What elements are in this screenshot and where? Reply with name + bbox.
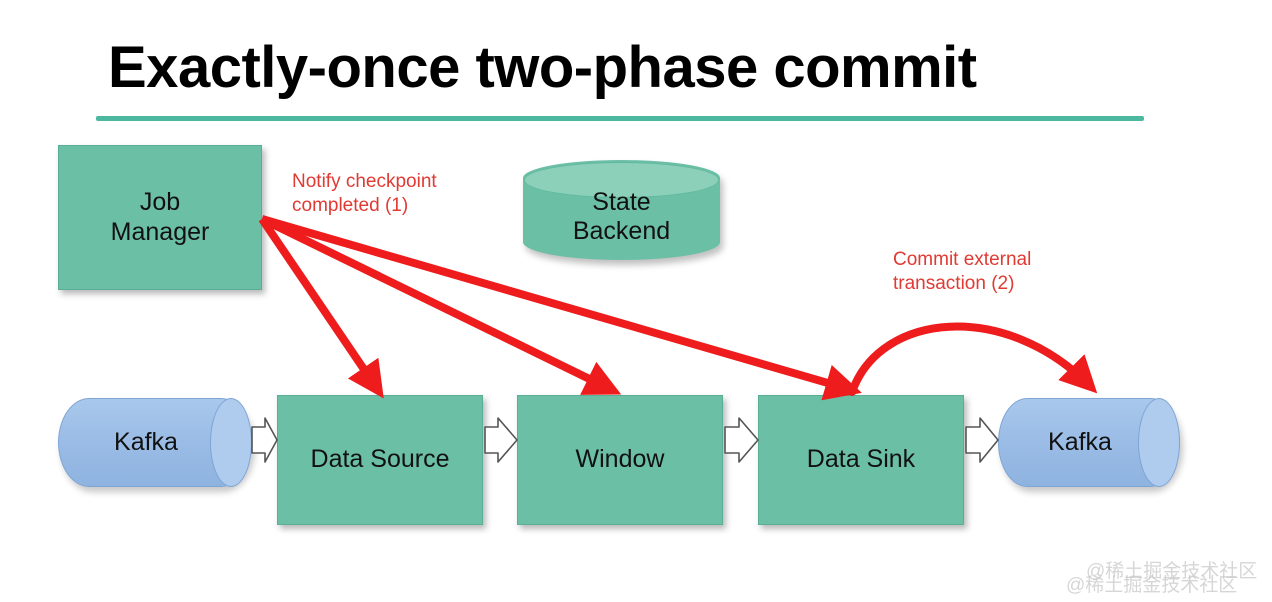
flow-arrow-kafka-to-source — [251, 417, 278, 463]
node-kafka-source[interactable]: Kafka — [58, 398, 252, 487]
red-curved-arrow-commit-transaction — [848, 322, 1098, 396]
cylinder-top-cap — [524, 162, 719, 198]
flow-arrow-sink-to-kafka — [965, 417, 999, 463]
title-underline-rule — [96, 116, 1144, 121]
node-window-label: Window — [575, 445, 665, 474]
cylinder-right-cap — [1138, 398, 1180, 487]
node-kafka-sink[interactable]: Kafka — [998, 398, 1180, 487]
node-window[interactable]: Window — [517, 395, 723, 525]
node-data-sink-label: Data Sink — [806, 445, 916, 474]
cylinder-right-cap — [210, 398, 252, 487]
node-job-manager-label: Job Manager — [110, 188, 210, 246]
watermark-primary: @稀土掘金技术社区 — [1086, 561, 1258, 582]
flow-arrow-source-to-window — [484, 417, 518, 463]
node-kafka-source-label: Kafka — [114, 427, 178, 456]
node-data-source[interactable]: Data Source — [277, 395, 483, 525]
page-title: Exactly-once two-phase commit — [108, 35, 977, 100]
watermark-secondary: @稀土掘金技术社区 — [1066, 575, 1238, 596]
flow-arrow-window-to-sink — [724, 417, 759, 463]
annotation-commit-external: Commit external transaction (2) — [893, 249, 1032, 295]
node-data-sink[interactable]: Data Sink — [758, 395, 964, 525]
node-kafka-sink-label: Kafka — [1048, 427, 1112, 456]
red-arrow-to-data-source — [258, 216, 384, 399]
annotation-notify-checkpoint: Notify checkpoint completed (1) — [292, 171, 437, 217]
node-data-source-label: Data Source — [310, 445, 450, 474]
node-job-manager[interactable]: Job Manager — [58, 145, 262, 290]
node-state-backend[interactable]: State Backend — [523, 160, 720, 260]
